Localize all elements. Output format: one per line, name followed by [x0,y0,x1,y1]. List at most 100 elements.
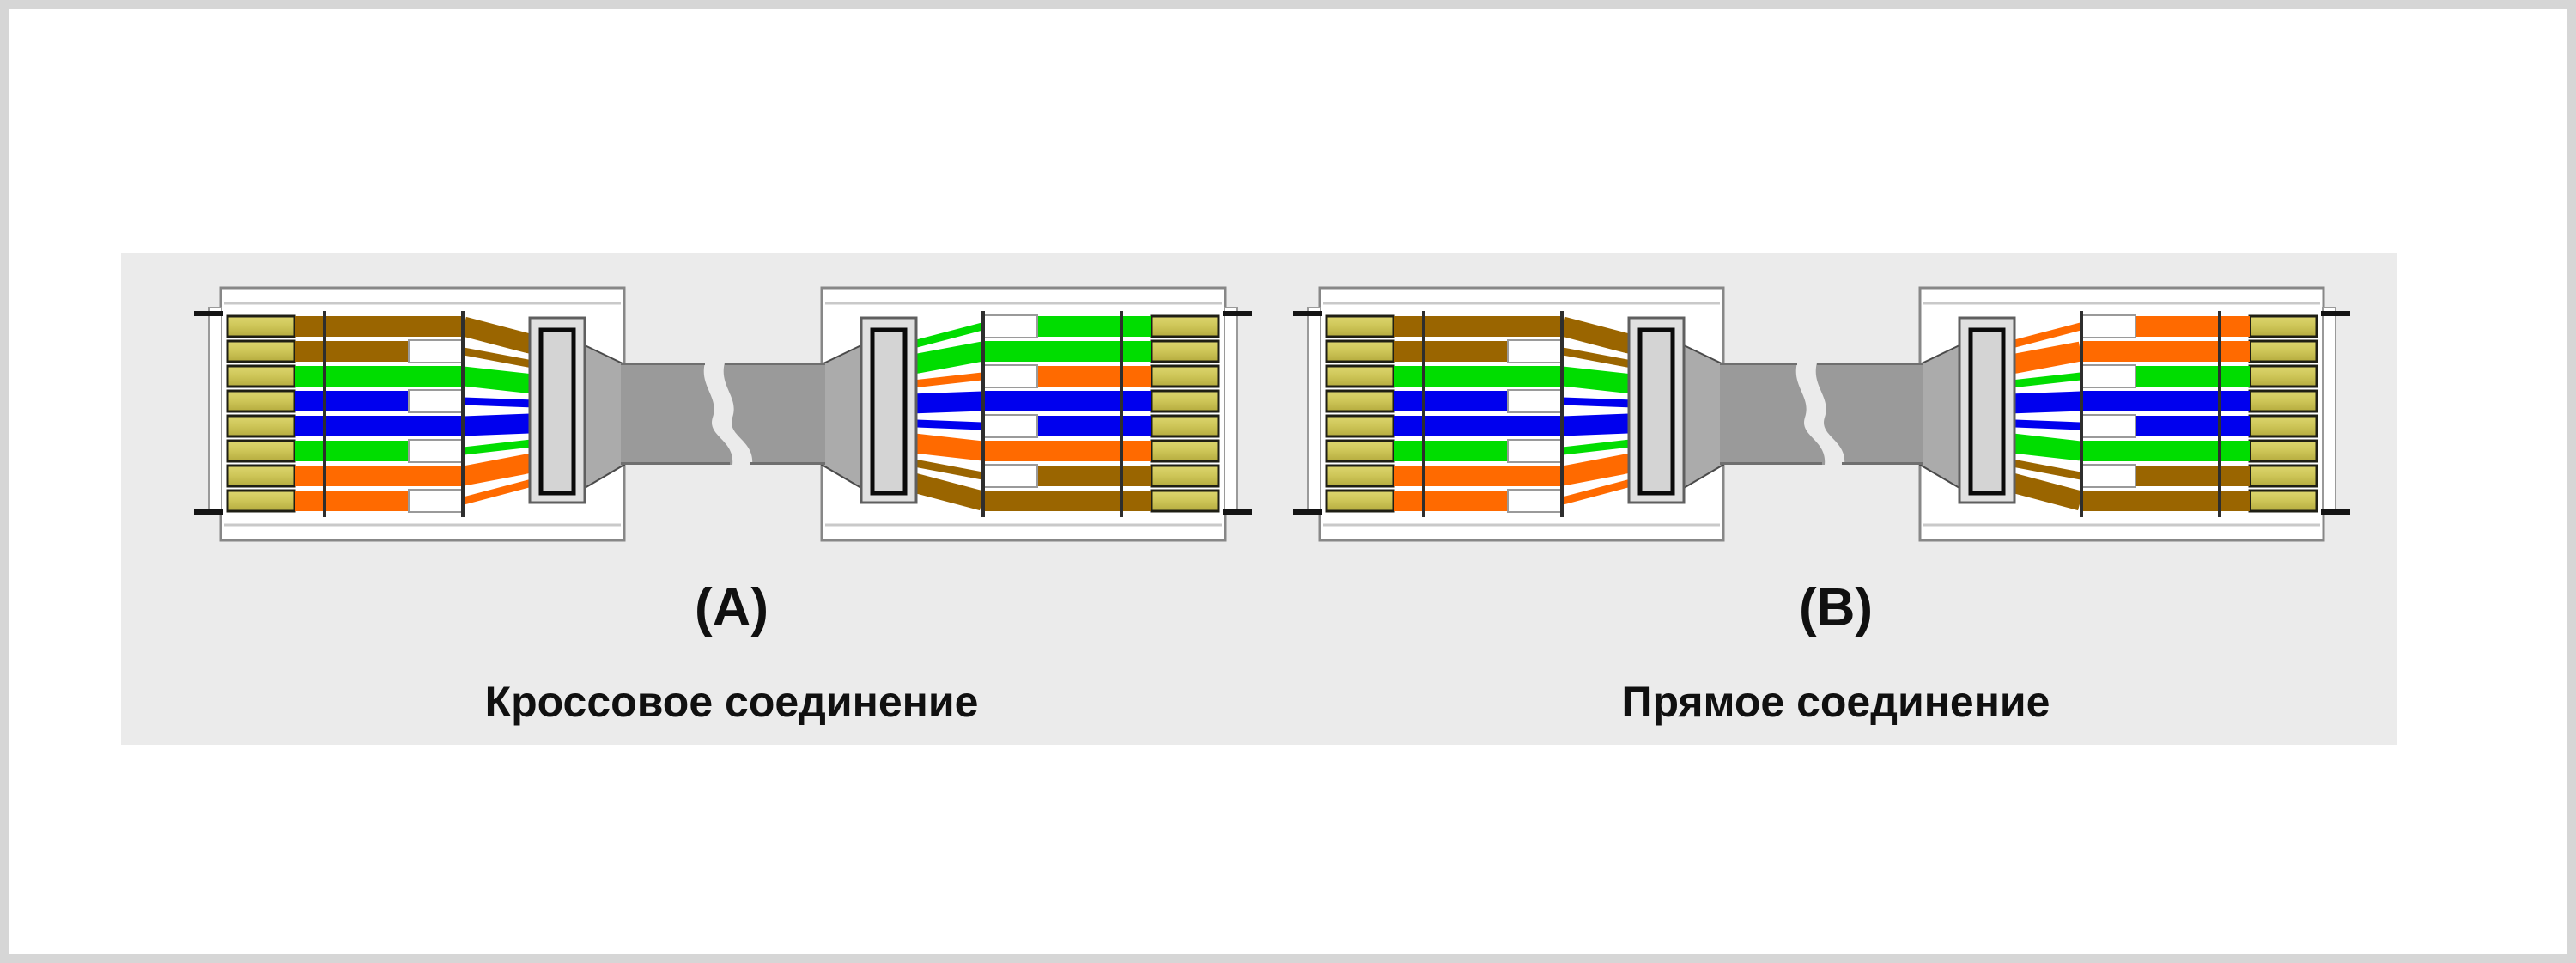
crimp-line [1422,311,1425,517]
wire-white-segment [981,314,1038,338]
pin-pad [1150,464,1220,488]
wire-white-segment [1507,489,1564,513]
wire-color-segment [1394,341,1508,362]
crimp-line [2080,311,2083,517]
pin-pad [1325,314,1395,338]
wire-white-segment [408,339,465,363]
wire-color-segment [2081,391,2250,411]
pin-pad [1325,464,1395,488]
wire-color-segment [1394,441,1508,461]
pin-pad [1150,389,1220,413]
pin-pad [226,414,296,438]
crimp-line [461,311,465,517]
diagram-b-caption: Прямое соединение [1622,678,2050,726]
wire-white-segment [408,489,465,513]
pin-pad [1325,339,1395,363]
wire-white-segment [1507,439,1564,463]
wire-color-segment [2081,441,2250,461]
cable-right-segment [723,363,825,465]
wire-color-segment [1394,466,1563,486]
pin-pad [1325,364,1395,388]
wire-color-segment [2081,341,2250,362]
wire-white-segment [981,364,1038,388]
pin-pad [1325,489,1395,513]
wire-white-segment [408,439,465,463]
wire-white-segment [981,414,1038,438]
wire-white-segment [2080,364,2136,388]
boot [1919,344,1960,490]
diagram-B-cable [1720,363,1923,465]
cable-right-segment [1815,363,1923,465]
diagram-b-label: (B) [1799,578,1873,637]
pin-pad [1325,414,1395,438]
wire-color-segment [2136,366,2250,387]
wire-color-segment [2136,466,2250,486]
wire-color-segment [1394,316,1563,337]
crimp-line [2218,311,2221,517]
wire-white-segment [2080,464,2136,488]
wire-color-segment [982,391,1151,411]
wire-color-segment [295,491,409,511]
front-tick-top [1223,311,1252,316]
diagram-a-caption: Кроссовое соединение [485,678,979,726]
front-tick-top [1293,311,1322,316]
pin-pad [2248,414,2318,438]
pin-pad [2248,439,2318,463]
front-tick-bottom [194,509,223,515]
wire-white-segment [2080,314,2136,338]
wire-white-segment [1507,339,1564,363]
wire-color-segment [1037,416,1151,436]
front-face-strip [1224,307,1238,515]
pin-pad [226,364,296,388]
diagram-A-cable [621,363,825,465]
wire-white-segment [408,389,465,413]
pin-pad [1150,439,1220,463]
cable-left-segment [621,363,733,465]
pin-pad [2248,464,2318,488]
diagram-A-left-connector [194,286,626,542]
wire-white-segment [1507,389,1564,413]
pin-pad [1150,339,1220,363]
pin-pad [1325,439,1395,463]
front-face-strip [1307,307,1321,515]
wire-color-segment [982,491,1151,511]
front-tick-bottom [1293,509,1322,515]
boot [821,344,862,490]
pin-pad [1150,314,1220,338]
wire-color-segment [2081,491,2250,511]
pin-pad [1150,364,1220,388]
pin-pad [226,464,296,488]
pin-pad [2248,314,2318,338]
wire-color-segment [1037,366,1151,387]
front-tick-bottom [2321,509,2350,515]
wire-color-segment [295,441,409,461]
pin-pad [2248,489,2318,513]
latch-inner [1968,327,2006,496]
pin-pad [226,314,296,338]
front-face-strip [2322,307,2336,515]
diagram-art [194,286,2350,542]
pin-pad [2248,339,2318,363]
pin-pad [1150,414,1220,438]
cable-left-segment [1720,363,1826,465]
wire-color-segment [982,341,1151,362]
latch-inner [1637,327,1675,496]
wire-color-segment [1394,491,1508,511]
pin-pad [2248,389,2318,413]
pin-pad [226,489,296,513]
wire-color-segment [2136,416,2250,436]
wire-color-segment [1394,366,1563,387]
wire-color-segment [295,341,409,362]
crimp-line [1560,311,1564,517]
pin-pad [1325,389,1395,413]
diagram-A-right-connector [820,286,1252,542]
diagram-a-label: (A) [695,578,769,637]
wire-color-segment [295,366,464,387]
boot [1683,344,1724,490]
boot [584,344,625,490]
wire-white-segment [2080,414,2136,438]
wire-color-segment [295,316,464,337]
wire-color-segment [1394,416,1563,436]
